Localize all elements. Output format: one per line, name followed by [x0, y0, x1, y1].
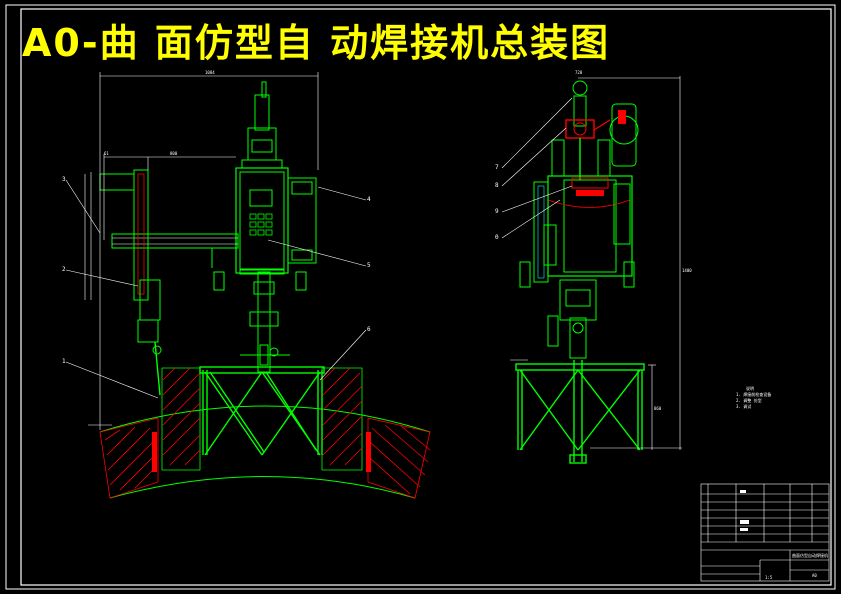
notes-header: 说明	[746, 386, 754, 391]
balloon-9: 9	[495, 208, 499, 215]
vertical-slide	[99, 169, 162, 396]
front-dimensions	[84, 72, 319, 430]
balloon-3: 3	[62, 176, 66, 183]
svg-text:860: 860	[654, 406, 662, 411]
workpiece-arc-top	[99, 405, 431, 433]
technical-notes: 说明 1. 焊接前检查设备 2. 调整 仿型 3. 调试	[736, 386, 771, 410]
side-leaders	[501, 97, 573, 239]
inner-frame	[20, 8, 832, 586]
balloon-1: 1	[62, 358, 66, 365]
side-dim-text: 720 1400 860	[575, 70, 692, 411]
workpiece-hatch	[99, 417, 431, 499]
workpiece-arc-bottom	[109, 476, 416, 499]
balloon-8: 8	[495, 182, 499, 189]
motor	[559, 279, 597, 321]
svg-text:800: 800	[170, 151, 178, 156]
note-line: 1. 焊接前检查设备	[736, 392, 772, 397]
title-block-scale: 1:5	[765, 575, 773, 580]
title-block	[700, 483, 830, 582]
balloon-4: 4	[367, 196, 371, 203]
drawing-title: A0-曲 面仿型自 动焊接机总装图	[22, 21, 611, 65]
balloon-0: 0	[495, 234, 499, 241]
scissor-mechanism	[199, 366, 325, 456]
keypad	[249, 213, 273, 236]
front-leaders	[65, 179, 367, 399]
svg-text:720: 720	[575, 70, 583, 75]
svg-text:1084: 1084	[205, 70, 215, 75]
side-dimensions	[510, 76, 682, 450]
side-rail	[533, 181, 549, 283]
outer-frame	[5, 4, 836, 590]
side-view	[515, 80, 645, 464]
title-block-fill	[740, 490, 749, 531]
horizontal-arm	[111, 233, 239, 268]
balloon-2: 2	[62, 266, 66, 273]
side-scissor	[515, 360, 645, 464]
note-line: 3. 调试	[736, 404, 752, 409]
ring-hatch	[161, 367, 363, 471]
front-dim-text: 1084 800 61	[104, 70, 215, 156]
balloon-5: 5	[367, 262, 371, 269]
svg-text:1400: 1400	[682, 268, 692, 273]
top-pulley	[572, 80, 588, 96]
svg-text:61: 61	[104, 151, 109, 156]
note-line: 2. 调整 仿型	[736, 398, 762, 403]
title-block-sheet: A0	[812, 573, 817, 578]
control-box	[213, 81, 317, 291]
title-block-name: 曲面仿型自动焊接机	[792, 553, 828, 558]
balloon-6: 6	[367, 326, 371, 333]
balloon-7: 7	[495, 164, 499, 171]
front-view	[99, 81, 431, 499]
central-column	[240, 271, 290, 373]
